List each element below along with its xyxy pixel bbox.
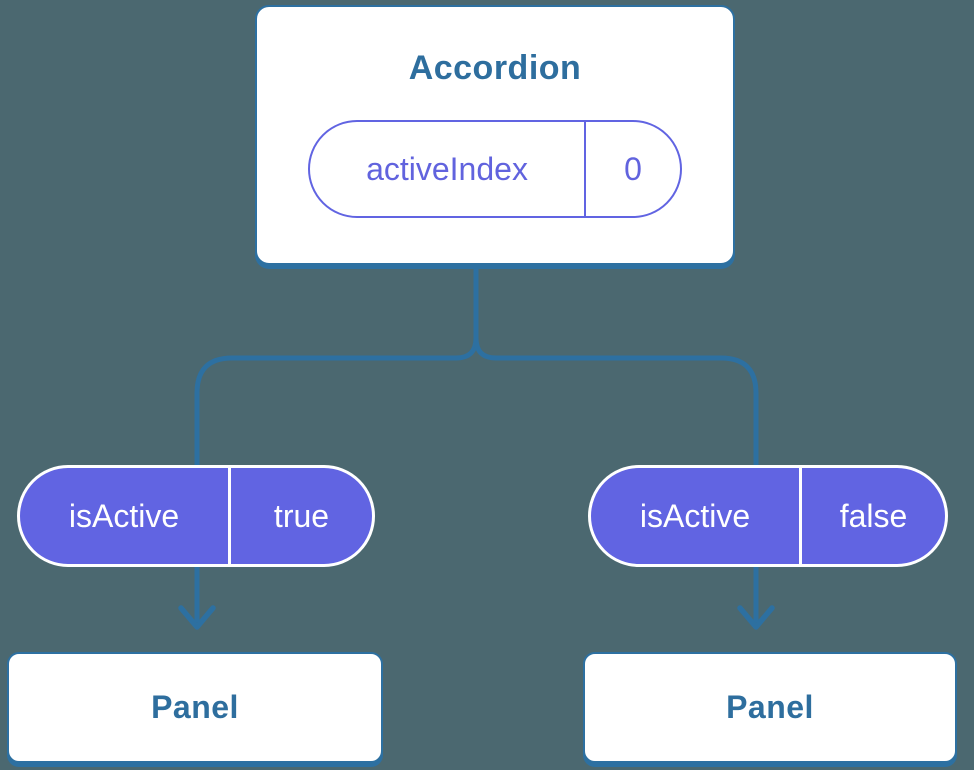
prop-pill-left: isActive true — [17, 465, 375, 567]
prop-pill-right: isActive false — [588, 465, 948, 567]
panel-label: Panel — [151, 689, 239, 725]
state-name: activeIndex — [366, 150, 528, 187]
pill-divider — [799, 468, 802, 564]
panel-label: Panel — [726, 689, 814, 725]
pill-divider — [584, 122, 586, 216]
arrow-down-icon — [737, 605, 775, 630]
prop-name: isActive — [68, 497, 180, 534]
state-pill: activeIndex 0 — [308, 120, 682, 218]
prop-name: isActive — [639, 497, 751, 534]
panel-node-right: Panel — [583, 652, 957, 763]
prop-value: true — [273, 497, 330, 534]
state-value: 0 — [624, 150, 642, 187]
arrow-down-icon — [178, 605, 216, 630]
panel-node-left: Panel — [7, 652, 383, 763]
pill-divider — [228, 468, 231, 564]
prop-value: false — [839, 497, 908, 534]
accordion-title: Accordion — [408, 49, 582, 87]
branch-right-line — [473, 263, 759, 623]
accordion-node: Accordion activeIndex 0 — [255, 5, 735, 265]
